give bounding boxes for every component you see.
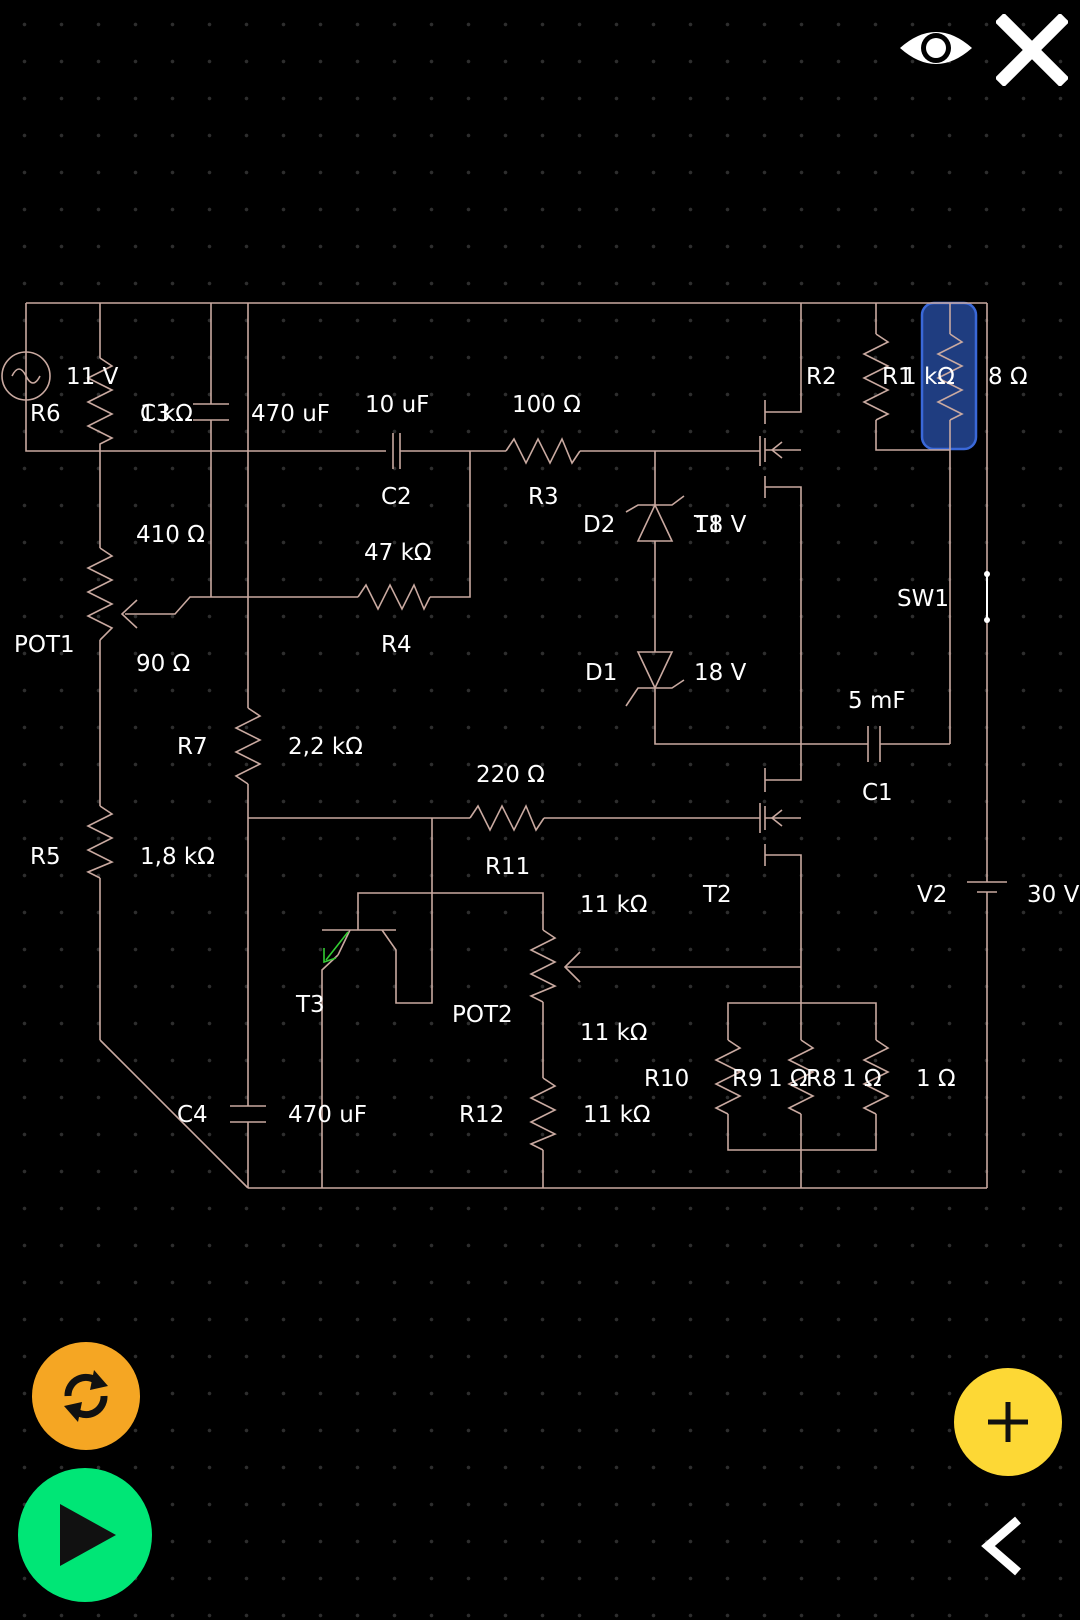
close-button[interactable] bbox=[994, 12, 1070, 88]
r9-value: 1 Ω bbox=[768, 1066, 808, 1092]
r9-name: R9 bbox=[732, 1066, 763, 1092]
c3-value: 470 uF bbox=[251, 401, 330, 427]
ac-source-v1[interactable] bbox=[1, 351, 51, 401]
d1-value: 18 V bbox=[694, 660, 747, 686]
t2-name: T2 bbox=[702, 882, 732, 908]
switch-sw1[interactable] bbox=[984, 571, 990, 623]
r4-name: R4 bbox=[381, 632, 412, 658]
dc-source-v2[interactable] bbox=[967, 881, 1007, 904]
eye-icon bbox=[900, 32, 972, 64]
r5-value: 1,8 kΩ bbox=[140, 844, 215, 870]
r11-value: 220 Ω bbox=[476, 762, 545, 788]
r2-value: 1 kΩ bbox=[902, 364, 955, 390]
c1-value: 5 mF bbox=[848, 688, 906, 714]
sw1-name: SW1 bbox=[897, 586, 949, 612]
v2-value: 30 V bbox=[1027, 882, 1080, 908]
pot2-name: POT2 bbox=[452, 1002, 513, 1028]
transistor-t1[interactable] bbox=[759, 400, 801, 498]
r3-value: 100 Ω bbox=[512, 392, 581, 418]
t1-name: T1 bbox=[693, 512, 723, 538]
r1-value: 8 Ω bbox=[988, 364, 1028, 390]
capacitor-c4[interactable] bbox=[230, 1105, 266, 1123]
d1-name: D1 bbox=[585, 660, 617, 686]
c3-name: C3 bbox=[140, 401, 171, 427]
transistor-t3[interactable] bbox=[322, 929, 397, 964]
resistor-r9[interactable] bbox=[787, 1039, 815, 1115]
r12-value: 11 kΩ bbox=[583, 1102, 650, 1128]
capacitor-c1[interactable] bbox=[867, 726, 881, 762]
pot1-top-value: 410 Ω bbox=[136, 522, 205, 548]
potentiometer-pot1[interactable] bbox=[86, 547, 138, 641]
run-simulation-button[interactable] bbox=[18, 1468, 152, 1602]
r11-name: R11 bbox=[485, 854, 530, 880]
c2-name: C2 bbox=[381, 484, 412, 510]
rotate-button[interactable] bbox=[32, 1342, 140, 1450]
add-component-button[interactable] bbox=[954, 1368, 1062, 1476]
r7-name: R7 bbox=[177, 734, 208, 760]
transistor-t2[interactable] bbox=[759, 768, 801, 866]
resistor-r4[interactable] bbox=[357, 583, 431, 611]
wires[interactable] bbox=[25, 302, 988, 1189]
close-icon bbox=[994, 12, 1070, 88]
zener-diode-d1[interactable] bbox=[625, 651, 685, 707]
r3-name: R3 bbox=[528, 484, 559, 510]
resistor-r7[interactable] bbox=[234, 707, 262, 785]
resistor-r6[interactable] bbox=[86, 357, 114, 451]
r8-value: 1 Ω bbox=[842, 1066, 882, 1092]
c4-value: 470 uF bbox=[288, 1102, 367, 1128]
resistor-r8[interactable] bbox=[862, 1039, 890, 1115]
r2-name: R2 bbox=[806, 364, 837, 390]
capacitor-c2[interactable] bbox=[392, 433, 401, 469]
t3-name: T3 bbox=[295, 992, 325, 1018]
r10-value: 1 Ω bbox=[916, 1066, 956, 1092]
r6-name: R6 bbox=[30, 401, 61, 427]
c2-value: 10 uF bbox=[365, 392, 429, 418]
potentiometer-pot2[interactable] bbox=[529, 929, 581, 1003]
chevron-left-icon bbox=[981, 1516, 1021, 1576]
d2-voltage: 18 V bbox=[694, 512, 747, 538]
resistor-r11[interactable] bbox=[469, 804, 545, 832]
r1-name: R1 bbox=[882, 364, 913, 390]
component-labels: 11 V R6 C3 1 kΩ 470 uF 10 uF C2 100 Ω R3… bbox=[14, 364, 1080, 1128]
visibility-toggle-button[interactable] bbox=[898, 22, 974, 74]
d2-name: D2 bbox=[583, 512, 615, 538]
v2-name: V2 bbox=[917, 882, 947, 908]
pot1-bottom-value: 90 Ω bbox=[136, 651, 190, 677]
r12-name: R12 bbox=[459, 1102, 504, 1128]
resistor-r12[interactable] bbox=[529, 1077, 557, 1151]
r7-value: 2,2 kΩ bbox=[288, 734, 363, 760]
resistor-r1[interactable] bbox=[936, 333, 964, 421]
resistor-r5[interactable] bbox=[86, 805, 114, 879]
r5-name: R5 bbox=[30, 844, 61, 870]
plus-icon bbox=[988, 1402, 1028, 1442]
resistor-r10[interactable] bbox=[714, 1039, 742, 1115]
resistor-r3[interactable] bbox=[505, 437, 581, 465]
pot2-bottom-value: 11 kΩ bbox=[580, 1020, 647, 1046]
play-icon bbox=[60, 1504, 116, 1566]
back-button[interactable] bbox=[976, 1514, 1028, 1578]
c1-name: C1 bbox=[862, 780, 893, 806]
resistor-r2[interactable] bbox=[862, 333, 890, 421]
r8-name: R8 bbox=[806, 1066, 837, 1092]
pot1-name: POT1 bbox=[14, 632, 75, 658]
r6-value: 1 kΩ bbox=[140, 401, 193, 427]
r4-value: 47 kΩ bbox=[364, 540, 431, 566]
zener-diode-d2[interactable] bbox=[625, 495, 685, 542]
rotate-arrows-icon bbox=[64, 1370, 108, 1422]
capacitor-c3[interactable] bbox=[193, 403, 229, 421]
c4-name: C4 bbox=[177, 1102, 208, 1128]
r10-name: R10 bbox=[644, 1066, 689, 1092]
v1-value: 11 V bbox=[66, 364, 119, 390]
pot2-top-value: 11 kΩ bbox=[580, 892, 647, 918]
